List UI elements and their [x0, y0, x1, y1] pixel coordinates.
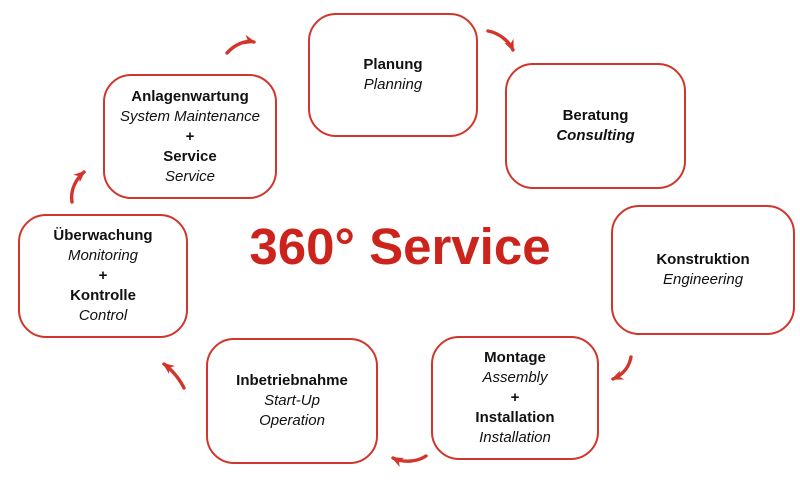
box-label-de: Überwachung [53, 227, 153, 244]
box-label-en: Monitoring [67, 247, 139, 264]
box-label-en: System Maintenance [119, 107, 261, 125]
box-label-en: Operation [259, 412, 325, 429]
box-label-en: Engineering [662, 271, 744, 288]
anlagenwartung-to-planung-arrow-icon [225, 34, 256, 55]
box-label-de: Planung [363, 56, 423, 73]
plus-sign: + [510, 389, 520, 406]
box-label-en: Control [78, 307, 128, 324]
box-anlagenwartung: Anlagenwartung System Maintenance + Serv… [103, 74, 277, 199]
box-label-de: Inbetriebnahme [236, 372, 348, 389]
box-label-en: Installation [479, 429, 551, 446]
box-planung: Planung Planning [308, 13, 478, 137]
box-montage: Montage Assembly + Installation Installa… [431, 336, 599, 460]
planung-to-beratung-arrow-icon [486, 29, 515, 52]
ueberwachung-to-anlagenwartung-arrow-icon [69, 170, 86, 204]
box-label-de: Kontrolle [70, 287, 136, 304]
box-beratung: Beratung Consulting [505, 63, 686, 189]
box-label-de: Montage [484, 349, 546, 366]
box-label-de: Konstruktion [656, 251, 750, 268]
box-label-de: Beratung [562, 107, 629, 124]
plus-sign: + [98, 267, 108, 284]
box-inbetriebnahme: Inbetriebnahme Start-Up Operation [206, 338, 378, 464]
box-ueberwachung: Überwachung Monitoring + Kontrolle Contr… [18, 214, 188, 338]
box-label-en: Start-Up [264, 392, 320, 409]
box-label-en: Service [164, 167, 216, 185]
box-label-en: Assembly [482, 369, 548, 386]
inbetriebnahme-to-ueberwachung-arrow-icon [162, 362, 186, 390]
plus-sign: + [185, 127, 195, 145]
box-label-de: Installation [475, 409, 555, 426]
center-title: 360° Service [249, 218, 551, 275]
konstruktion-to-montage-arrow-icon [611, 355, 633, 381]
box-konstruktion: Konstruktion Engineering [611, 205, 795, 335]
box-label-en: Consulting [556, 127, 635, 144]
box-label-en: Planning [363, 76, 423, 93]
box-label-de: Anlagenwartung [131, 87, 249, 105]
box-label-de: Service [163, 147, 217, 165]
montage-to-inbetriebnahme-arrow-icon [391, 454, 428, 467]
